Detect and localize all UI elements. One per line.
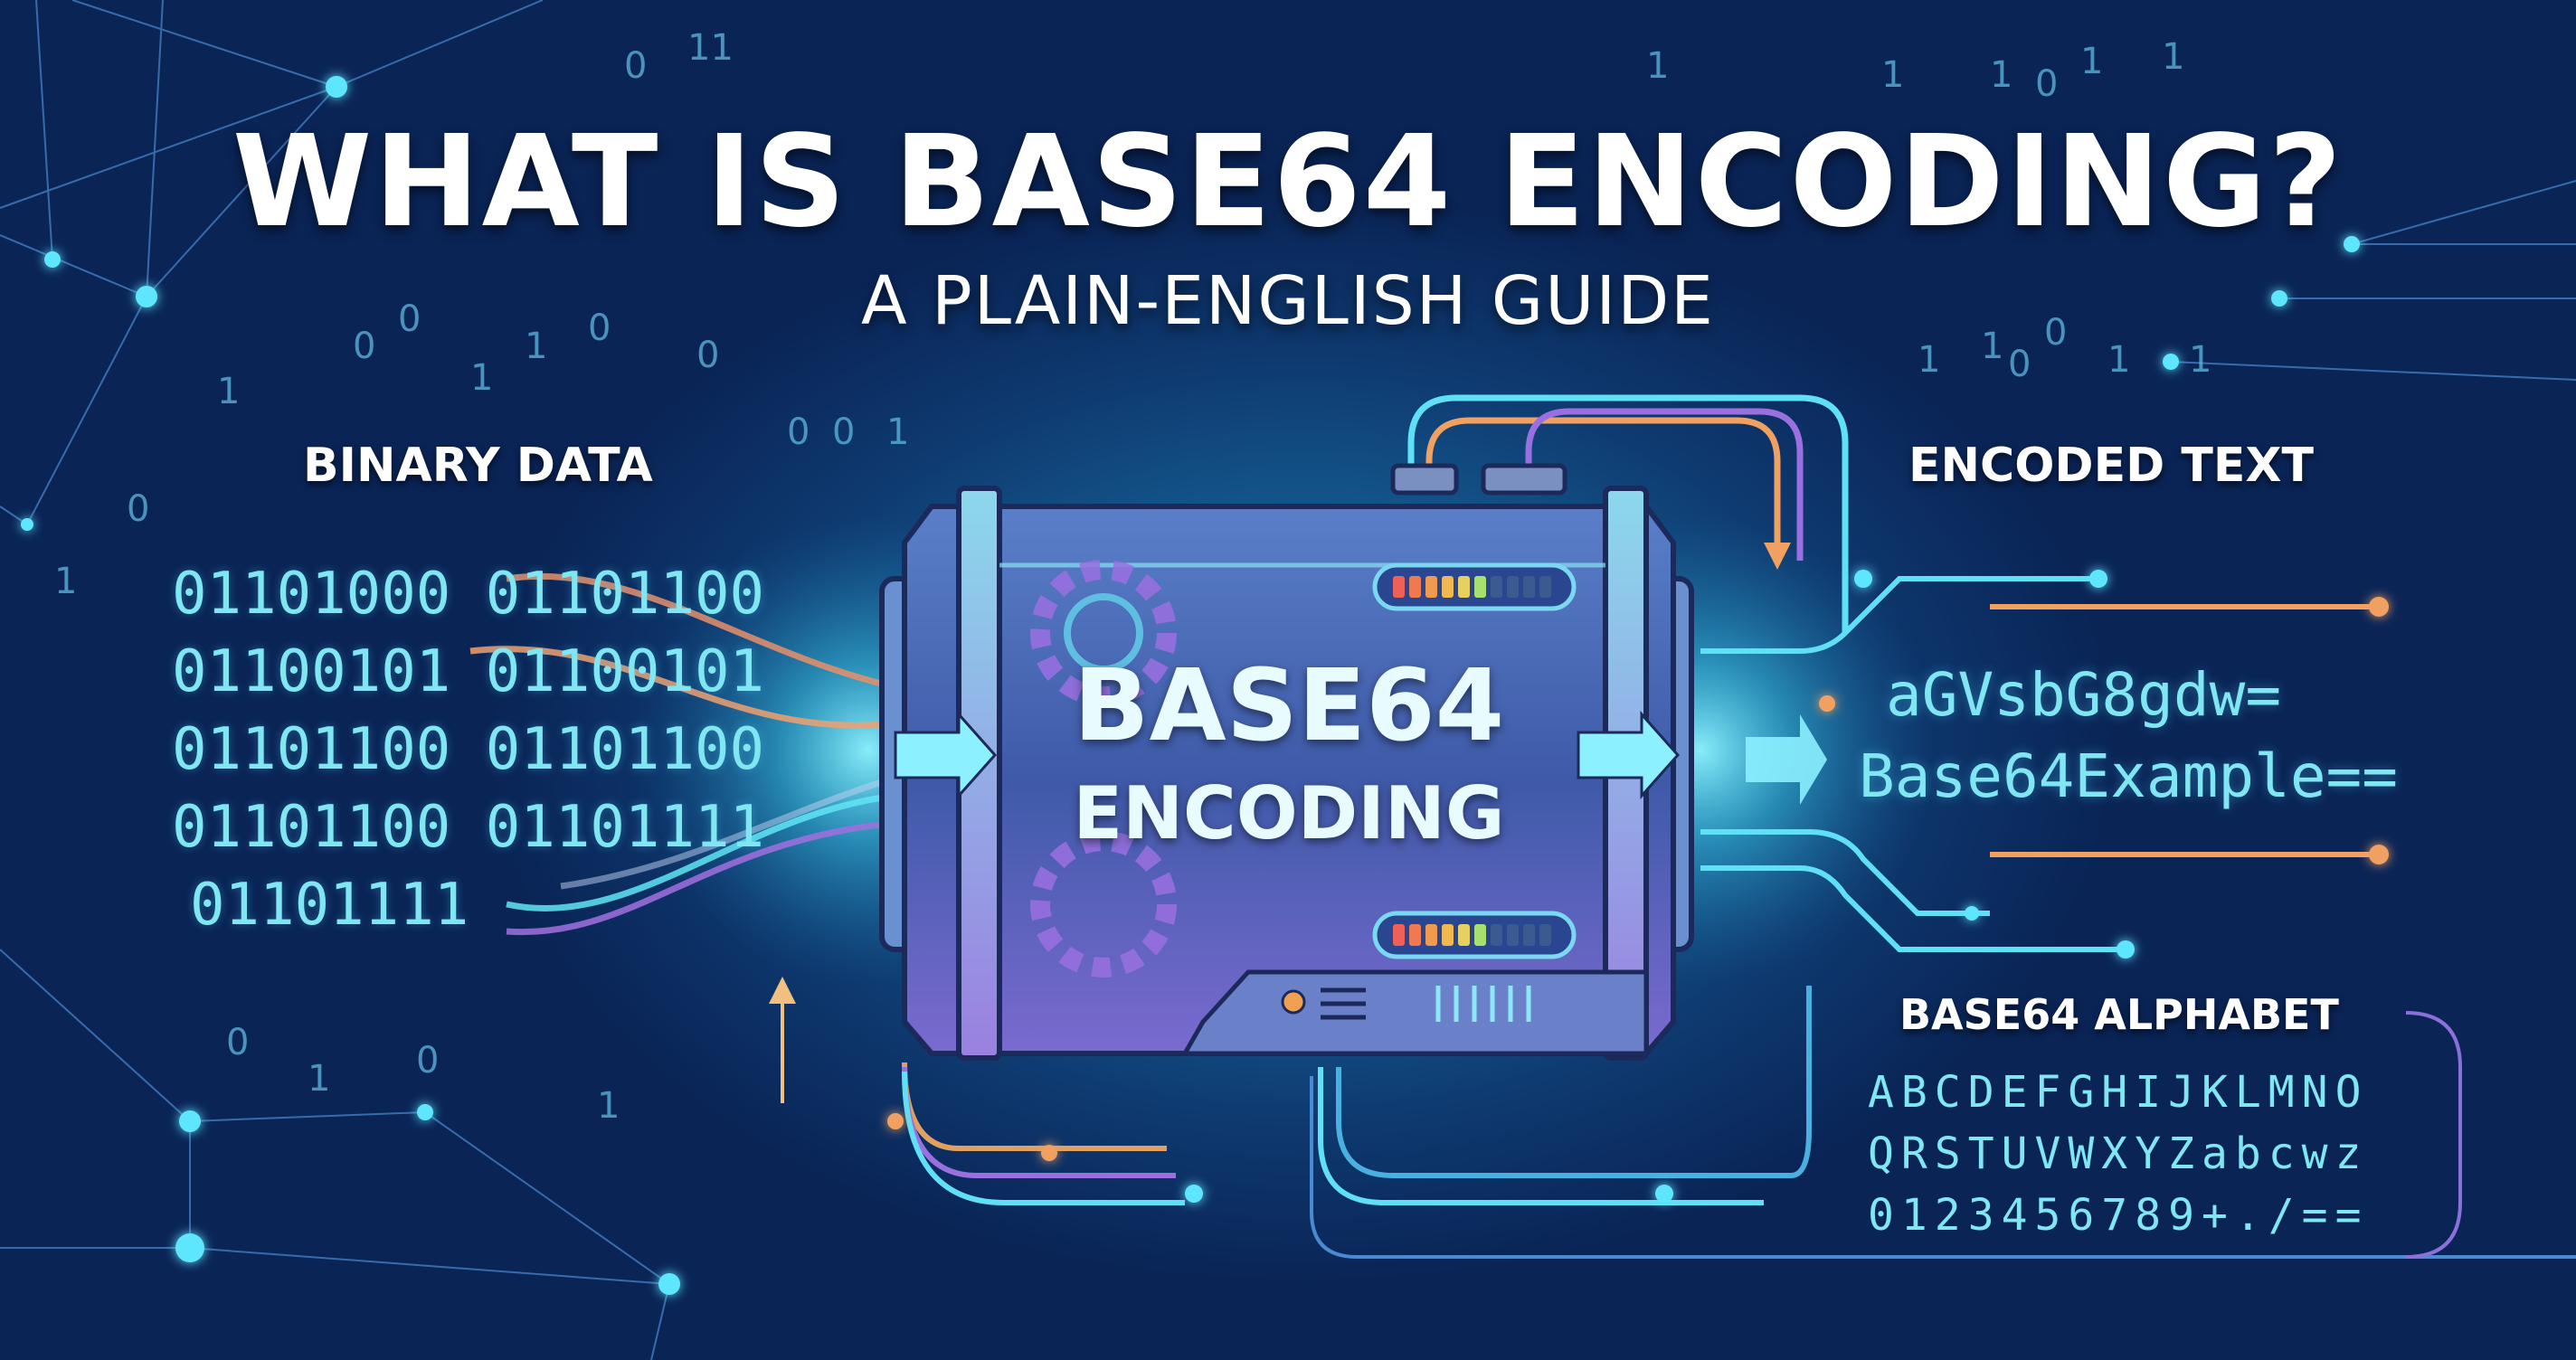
meter-segment (1539, 576, 1551, 598)
meter-segment (1474, 924, 1486, 946)
meter-segment (1507, 924, 1519, 946)
meter-segment (1491, 924, 1502, 946)
meter-segment (1507, 576, 1519, 598)
encoder-device (879, 463, 1694, 1061)
page-subtitle: A PLAIN-ENGLISH GUIDE (861, 262, 1715, 340)
encoder-subtitle: ENCODING (1073, 771, 1505, 855)
meter-segment (1409, 576, 1421, 598)
encoded-line: Base64Example== (1859, 741, 2399, 811)
binary-row: 01101000 01101100 (172, 561, 765, 628)
meter-segment (1442, 576, 1454, 598)
binary-data-label: BINARY DATA (303, 439, 653, 493)
meter-segment (1491, 576, 1502, 598)
encoder-title: BASE64 (1073, 647, 1505, 763)
meter-segment (1458, 924, 1470, 946)
alphabet-label: BASE64 ALPHABET (1899, 990, 2339, 1039)
binary-row: 01100101 01100101 (172, 638, 765, 705)
page-title: WHAT IS BASE64 ENCODING? (232, 109, 2344, 256)
meter-segment (1393, 924, 1405, 946)
meter-segment (1474, 576, 1486, 598)
meter-segment (1425, 576, 1437, 598)
encoded-text-label: ENCODED TEXT (1908, 439, 2314, 493)
binary-row: 01101111 (190, 872, 469, 939)
binary-row: 01101100 01101111 (172, 794, 765, 861)
meter-segment (1409, 924, 1421, 946)
meter-segment (1425, 924, 1437, 946)
meter-segment (1523, 576, 1535, 598)
meter-segment (1458, 576, 1470, 598)
meter-segment (1523, 924, 1535, 946)
binary-row: 01101100 01101100 (172, 716, 765, 783)
encoded-line: aGVsbG8gdw= (1886, 660, 2282, 730)
alphabet-row: ABCDEFGHIJKLMNO (1868, 1067, 2369, 1118)
meter-segment (1442, 924, 1454, 946)
alphabet-row: QRSTUVWXYZabcwz (1868, 1129, 2369, 1179)
alphabet-row: 0123456789+./== (1868, 1190, 2369, 1241)
meter-segment (1393, 576, 1405, 598)
meter-segment (1539, 924, 1551, 946)
